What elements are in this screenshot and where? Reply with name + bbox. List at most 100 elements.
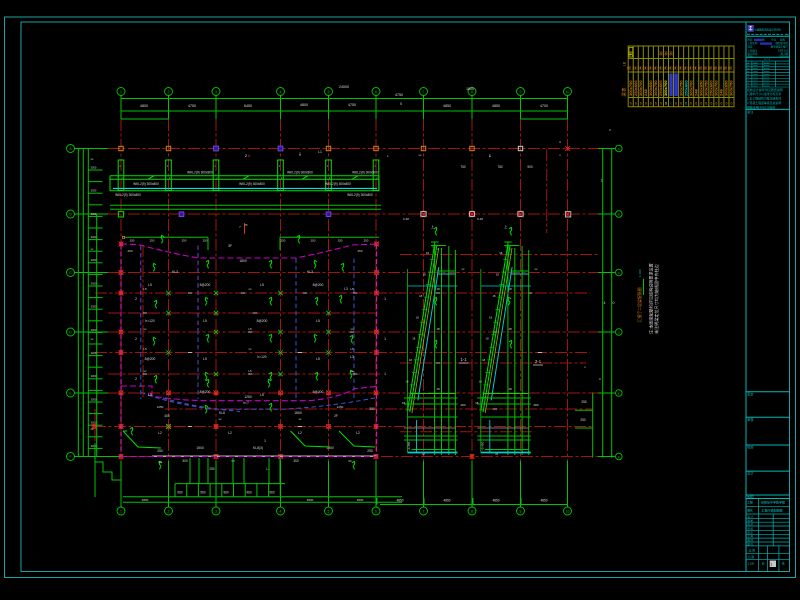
- svg-text:250: 250: [357, 249, 362, 253]
- svg-text:xx: xx: [91, 247, 95, 251]
- svg-text:3300: 3300: [91, 258, 97, 262]
- svg-text:1: 1: [489, 154, 491, 158]
- svg-text:施: 施: [782, 562, 785, 566]
- svg-text:3300: 3300: [91, 397, 97, 401]
- svg-text:项目: 项目: [748, 45, 754, 49]
- svg-text:xxxxx: xxxxx: [764, 71, 770, 73]
- svg-text:18: 18: [402, 401, 406, 405]
- svg-text:1: 1: [601, 179, 603, 183]
- svg-text:梁: 梁: [696, 66, 702, 70]
- svg-text:6: 6: [375, 90, 377, 94]
- svg-text:248: 248: [693, 89, 698, 96]
- svg-text:E: E: [69, 391, 72, 395]
- svg-text:L1: L1: [318, 150, 322, 154]
- svg-text:18: 18: [426, 251, 430, 255]
- svg-text:4850: 4850: [540, 499, 547, 503]
- svg-text:2-1: 2-1: [535, 359, 542, 364]
- svg-text:18: 18: [475, 401, 479, 405]
- svg-text:xx: xx: [348, 459, 352, 463]
- svg-text:xx: xx: [747, 77, 750, 79]
- svg-text:结构: 结构: [780, 38, 786, 42]
- svg-text:18: 18: [508, 387, 512, 391]
- svg-text:250: 250: [150, 239, 155, 243]
- svg-text:6: 6: [670, 102, 672, 106]
- svg-text:3 混凝土强度等级见总说明: 3 混凝土强度等级见总说明: [747, 100, 781, 105]
- svg-text:5: 5: [328, 509, 330, 513]
- svg-text:审 定: 审 定: [748, 530, 754, 534]
- svg-text:4750: 4750: [348, 103, 356, 107]
- svg-text:工程: 工程: [747, 501, 753, 505]
- svg-text:xx: xx: [158, 460, 162, 464]
- svg-text:施工图: 施工图: [780, 52, 788, 56]
- svg-text:xxxx: xxxx: [753, 62, 758, 64]
- svg-text:xxxxx: xxxxx: [764, 68, 770, 70]
- svg-text:M: M: [496, 452, 499, 456]
- svg-text:1 图中尺寸以毫米计标高米: 1 图中尺寸以毫米计标高米: [747, 91, 781, 96]
- svg-text:制图: 制图: [747, 495, 753, 500]
- svg-text:xxxx: xxxx: [753, 74, 758, 76]
- svg-text:LB: LB: [623, 61, 627, 66]
- svg-text:L5: L5: [350, 347, 354, 351]
- svg-text:4: 4: [604, 301, 606, 305]
- svg-text:250x600: 250x600: [709, 80, 714, 96]
- svg-text:2: 2: [168, 509, 170, 513]
- svg-text:xxxx: xxxx: [753, 85, 758, 87]
- svg-text:L5: L5: [260, 283, 264, 287]
- svg-text:300x650: 300x650: [724, 80, 729, 96]
- svg-text:KL8(3): KL8(3): [253, 446, 263, 450]
- svg-text:3: 3: [215, 509, 217, 513]
- svg-text:300: 300: [182, 459, 188, 463]
- svg-text:750: 750: [497, 165, 503, 169]
- svg-text:审 核: 审 核: [748, 526, 754, 530]
- svg-text:1: 1: [299, 153, 301, 157]
- svg-text:300: 300: [293, 459, 299, 463]
- svg-text:xx: xx: [351, 369, 355, 373]
- svg-text:6: 6: [655, 102, 657, 106]
- svg-text:300x750: 300x750: [729, 80, 734, 96]
- svg-text:18: 18: [496, 272, 500, 276]
- svg-text:梁: 梁: [726, 66, 732, 70]
- svg-text:8@200: 8@200: [145, 357, 156, 361]
- svg-text:梁: 梁: [671, 66, 677, 70]
- svg-text:-0.450: -0.450: [407, 441, 411, 450]
- svg-text:L2: L2: [356, 431, 360, 435]
- svg-text:300x650: 300x650: [698, 80, 703, 96]
- svg-text:1: 1: [384, 372, 386, 376]
- svg-text:梁: 梁: [711, 66, 717, 70]
- svg-text:18: 18: [489, 315, 493, 319]
- svg-text:4850: 4850: [443, 104, 451, 108]
- svg-text:L5: L5: [143, 287, 147, 291]
- svg-text:日 期: 日 期: [748, 555, 754, 559]
- svg-text:结构设计说明 附见图纸说明: 结构设计说明 附见图纸说明: [747, 87, 783, 92]
- svg-text:xxxxx: xxxxx: [764, 82, 770, 84]
- svg-text:5: 5: [328, 90, 330, 94]
- svg-text:C: C: [618, 271, 621, 275]
- svg-text:250: 250: [581, 400, 587, 404]
- svg-text:6: 6: [710, 102, 712, 106]
- svg-text:WKL2(9) 300x800: WKL2(9) 300x800: [115, 193, 141, 197]
- svg-text:250: 250: [182, 239, 187, 243]
- svg-text:1250: 1250: [337, 405, 344, 409]
- svg-text:1-1: 1-1: [460, 357, 467, 362]
- svg-text:xxxxx: xxxxx: [764, 74, 770, 76]
- svg-text:6: 6: [720, 102, 722, 106]
- svg-text:梁: 梁: [636, 66, 642, 70]
- svg-text:c: c: [599, 377, 601, 381]
- svg-text:1860: 1860: [294, 411, 302, 415]
- svg-text:6: 6: [640, 102, 642, 106]
- svg-text:梁: 梁: [626, 66, 632, 70]
- svg-text:8@200: 8@200: [257, 319, 268, 323]
- svg-text:xx: xx: [747, 68, 750, 70]
- svg-text:梁: 梁: [661, 66, 667, 70]
- svg-text:中国建筑西南设计研究院: 中国建筑西南设计研究院: [755, 27, 782, 31]
- svg-text:xx: xx: [219, 417, 223, 421]
- svg-text:6.48: 6.48: [477, 217, 483, 221]
- svg-text:h=?: h=?: [243, 401, 249, 405]
- svg-text:WKL2(9) 300x800: WKL2(9) 300x800: [325, 182, 351, 186]
- svg-text:3300: 3300: [91, 212, 97, 216]
- svg-text:3300: 3300: [91, 421, 97, 425]
- svg-text:L2: L2: [228, 431, 232, 435]
- svg-text:xx: xx: [91, 427, 95, 431]
- svg-text:L2: L2: [298, 431, 302, 435]
- svg-text:250: 250: [311, 239, 316, 243]
